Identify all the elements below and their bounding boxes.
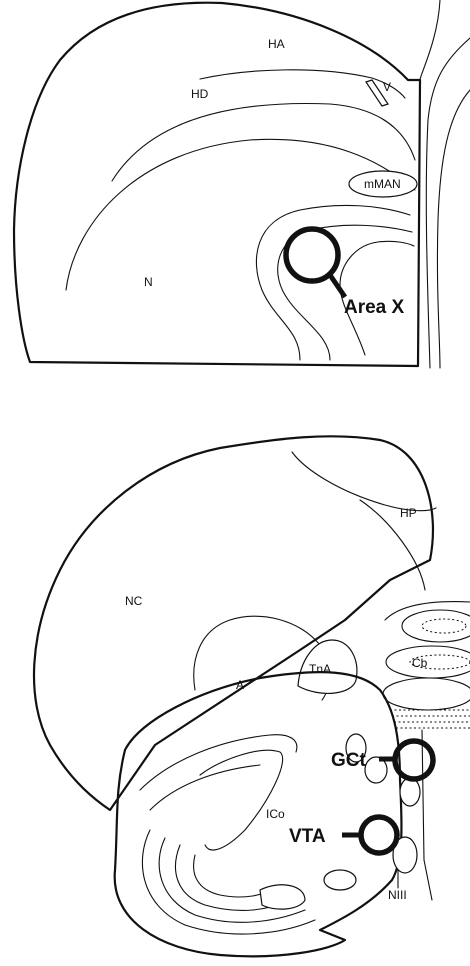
gct-circle xyxy=(395,741,433,779)
lamina-2 xyxy=(112,104,415,181)
nucleus-3 xyxy=(400,778,420,806)
label-vta: VTA xyxy=(289,826,326,847)
label-n: N xyxy=(144,275,153,289)
cb-fold-2 xyxy=(386,646,470,678)
label-area-x: Area X xyxy=(344,297,405,318)
label-ico: ICo xyxy=(266,807,285,821)
label-niii: NIII xyxy=(388,888,407,902)
label-tna: TnA xyxy=(309,662,331,676)
ico-layer-1 xyxy=(140,735,297,790)
cb-fold-1 xyxy=(402,610,470,642)
label-cb: Cb xyxy=(412,656,428,670)
lamina-3 xyxy=(66,139,415,290)
area-x-pointer xyxy=(330,275,345,297)
cb-fold-1-inner xyxy=(422,619,466,633)
vta-marker xyxy=(342,817,397,853)
label-hd: HD xyxy=(191,87,209,101)
upper-midline-top xyxy=(420,0,440,80)
vta-circle xyxy=(361,817,397,853)
midbrain-outline xyxy=(115,672,402,956)
cb-dotted-lines xyxy=(390,710,470,728)
lower-hemisphere-outline xyxy=(34,436,433,810)
label-nc: NC xyxy=(125,594,143,608)
hp-region xyxy=(292,452,436,511)
cb-fold-3 xyxy=(383,678,470,710)
area-x-marker xyxy=(286,229,345,297)
area-x-circle xyxy=(286,229,338,281)
tectum-inner-band xyxy=(200,750,283,850)
label-hp: HP xyxy=(400,506,417,520)
label-ha: HA xyxy=(268,37,285,51)
nucleus-6 xyxy=(260,885,305,909)
nucleus-5 xyxy=(324,870,356,890)
label-gct: GCt xyxy=(331,750,367,771)
label-a: A xyxy=(236,678,244,692)
label-mman: mMAN xyxy=(364,177,401,191)
label-v: V xyxy=(383,80,391,94)
upper-midline xyxy=(426,38,470,368)
upper-midline-2 xyxy=(437,90,470,368)
